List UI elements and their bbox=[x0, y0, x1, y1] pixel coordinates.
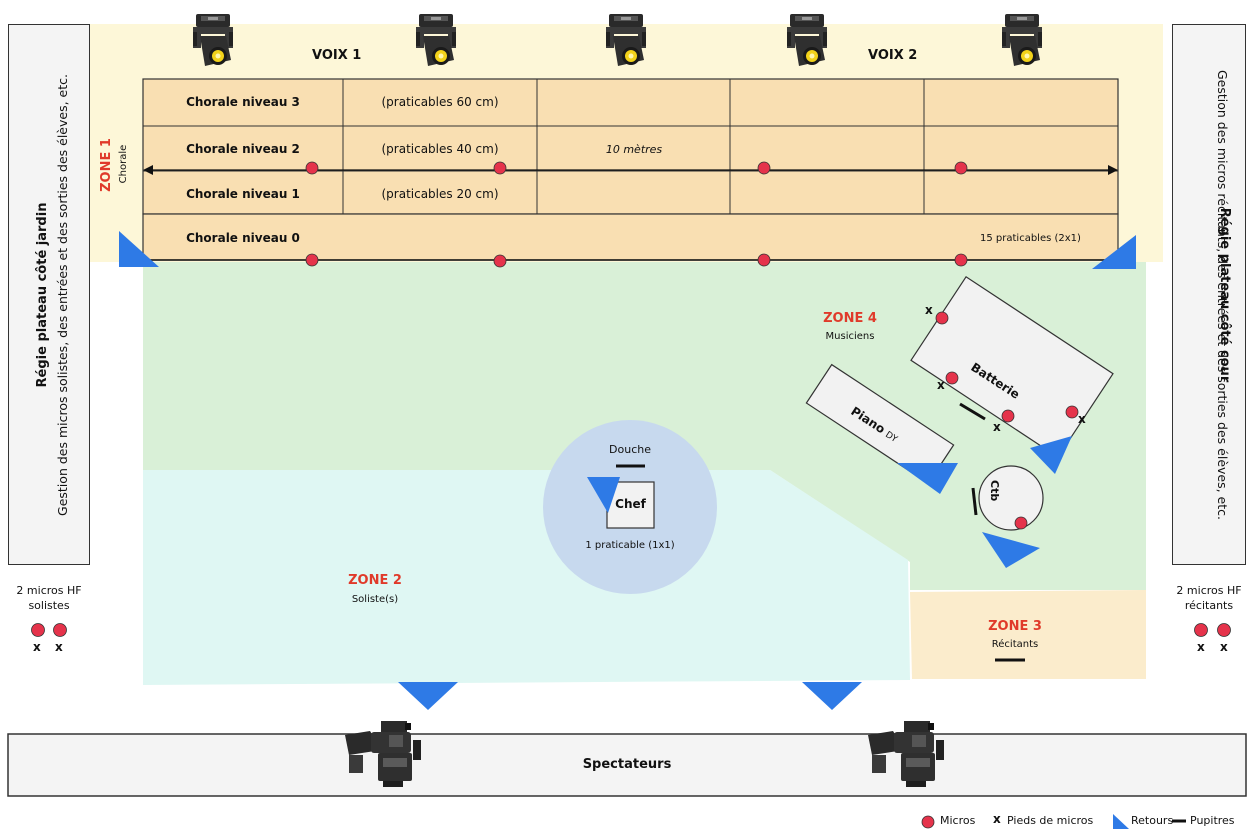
left-mics-line2: solistes bbox=[28, 599, 70, 612]
zone4-title: ZONE 4 bbox=[823, 311, 877, 326]
legend-pupitres: Pupitres bbox=[1190, 814, 1235, 827]
zone2-subtitle: Soliste(s) bbox=[351, 594, 399, 605]
voix1-label: VOIX 1 bbox=[312, 48, 362, 63]
right-mics-line2: récitants bbox=[1184, 599, 1234, 612]
chorale-level0-name: Chorale niveau 0 bbox=[186, 231, 300, 245]
stand-mark: x bbox=[1197, 640, 1205, 654]
stand-mark: x bbox=[55, 640, 63, 654]
right-panel-body: Gestion des micros récitants, des entrée… bbox=[1215, 69, 1230, 520]
legend-micros: Micros bbox=[940, 814, 976, 827]
zone4-subtitle: Musiciens bbox=[825, 331, 875, 342]
chorale-level0-note: 15 praticables (2x1) bbox=[980, 233, 1081, 244]
legend-retours: Retours bbox=[1131, 814, 1174, 827]
legend-pieds-mark: x bbox=[993, 812, 1001, 826]
zone1-subtitle: Chorale bbox=[118, 144, 129, 184]
micros bbox=[31, 161, 1231, 637]
zone3-title: ZONE 3 bbox=[988, 619, 1042, 634]
zone1-title: ZONE 1 bbox=[99, 138, 114, 192]
left-panel-title: Régie plateau côté jardin bbox=[35, 202, 50, 388]
monitors bbox=[119, 231, 1136, 710]
zone2-area bbox=[143, 470, 910, 685]
left-panel-body: Gestion des micros solistes, des entrées… bbox=[55, 74, 70, 516]
stand-mark: x bbox=[33, 640, 41, 654]
praticable-label: 1 praticable (1x1) bbox=[585, 540, 675, 551]
chorale-row3-detail: (praticables 60 cm) bbox=[381, 95, 499, 109]
chorale-row2-detail: (praticables 40 cm) bbox=[381, 142, 499, 156]
chorale-row2-name: Chorale niveau 2 bbox=[186, 142, 300, 156]
left-mics-line1: 2 micros HF bbox=[16, 584, 82, 597]
stand-mark: x bbox=[1220, 640, 1228, 654]
ctb-circle bbox=[978, 465, 1044, 531]
douche-label: Douche bbox=[609, 443, 651, 456]
chorale-row1-name: Chorale niveau 1 bbox=[186, 187, 300, 201]
legend-pieds: Pieds de micros bbox=[1007, 814, 1094, 827]
stand-mark: x bbox=[925, 303, 933, 317]
chorale-row1-detail: (praticables 20 cm) bbox=[381, 187, 499, 201]
left-stage-management-panel bbox=[8, 24, 90, 565]
chorale-level0-row bbox=[142, 213, 1119, 261]
zone2-title: ZONE 2 bbox=[348, 573, 402, 588]
zone3-area bbox=[910, 590, 1146, 679]
stand-mark: x bbox=[937, 378, 945, 392]
zone3-subtitle: Récitants bbox=[991, 639, 1039, 650]
chef-label: Chef bbox=[615, 497, 646, 511]
right-stage-management-panel bbox=[1172, 24, 1246, 565]
ctb-label: Ctb bbox=[988, 480, 1001, 502]
voix2-label: VOIX 2 bbox=[868, 48, 918, 63]
stand-mark: x bbox=[993, 420, 1001, 434]
right-mics-line1: 2 micros HF bbox=[1176, 584, 1242, 597]
chorale-row3-name: Chorale niveau 3 bbox=[186, 95, 300, 109]
audience-label: Spectateurs bbox=[582, 757, 672, 772]
chorale-riser-table bbox=[142, 78, 1119, 215]
ten-metres-label: 10 mètres bbox=[605, 143, 663, 156]
audience-box bbox=[7, 733, 1247, 797]
stand-mark: x bbox=[1078, 412, 1086, 426]
